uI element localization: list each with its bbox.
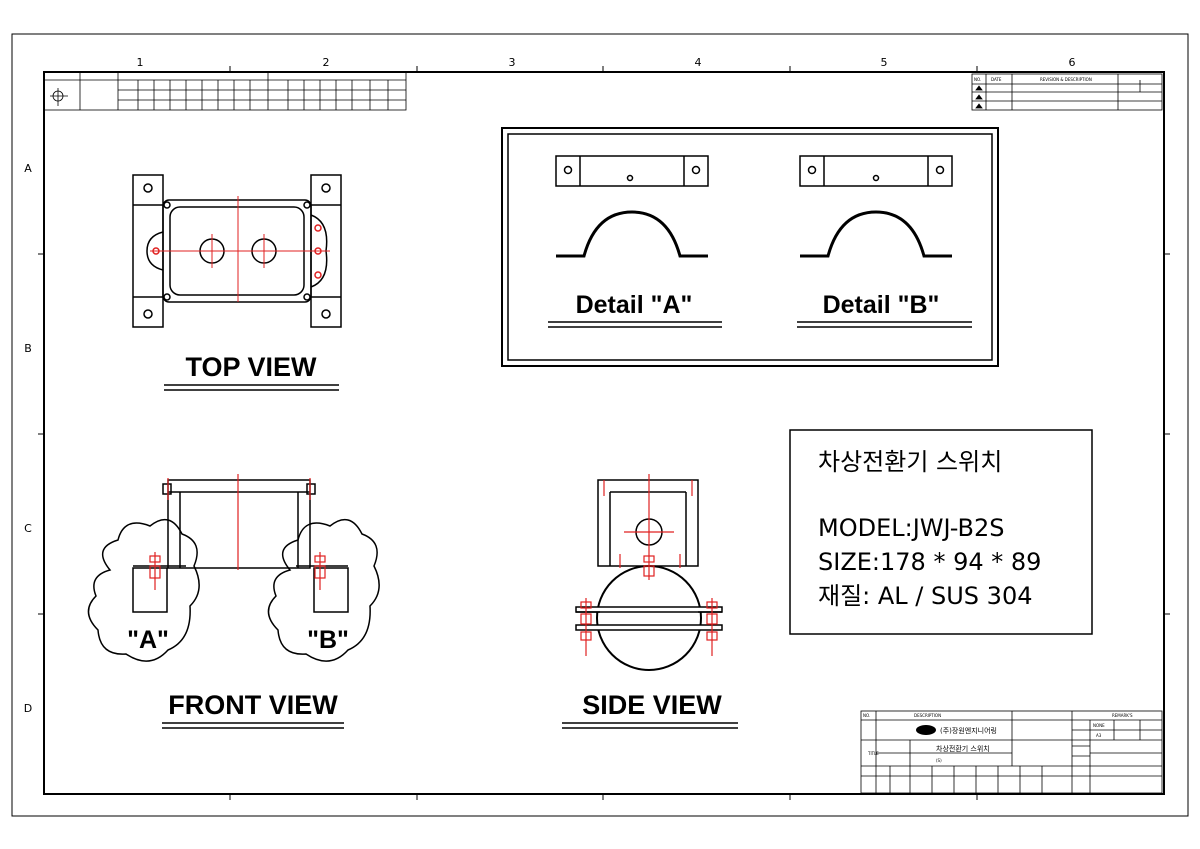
title-no-label: NO. <box>863 713 870 718</box>
callout-b-label: "B" <box>307 626 349 654</box>
title-block-frame <box>860 710 1163 794</box>
grid-col-2: 2 <box>323 56 330 69</box>
revision-table <box>971 73 1163 111</box>
detail-frame-inner <box>507 133 993 361</box>
drawing-sub-code: (S) <box>936 758 942 763</box>
detail-a-drawing <box>555 155 709 258</box>
grid-row-d: D <box>24 702 32 715</box>
top-view-drawing <box>132 174 342 328</box>
revision-header-date: DATE <box>991 77 1002 82</box>
company-logo-icon <box>916 725 936 735</box>
front-view-label: FRONT VIEW <box>168 690 338 720</box>
revision-header-no: NO. <box>974 77 981 82</box>
spec-box <box>789 429 1093 635</box>
callout-a-label: "A" <box>127 626 169 654</box>
title-remarks-label: REMARK'S <box>1112 713 1133 718</box>
detail-a-label: Detail "A" <box>576 291 693 319</box>
detail-b-label: Detail "B" <box>823 291 940 319</box>
top-view-label: TOP VIEW <box>185 352 317 382</box>
side-view-redlines <box>580 474 718 656</box>
revision-header-desc: REVISION & DESCRIPTION <box>1040 77 1092 82</box>
grid-col-5: 5 <box>881 56 888 69</box>
tolerance-table <box>43 71 407 111</box>
scale-value: NONE <box>1093 723 1105 728</box>
outer-border <box>11 33 1189 817</box>
size-code-value: A3 <box>1096 733 1102 738</box>
grid-col-4: 4 <box>695 56 702 69</box>
grid-row-a: A <box>24 162 32 175</box>
spec-material: 재질: AL / SUS 304 <box>818 582 1032 610</box>
grid-col-6: 6 <box>1069 56 1076 69</box>
front-view-redlines <box>149 474 326 590</box>
spec-model: MODEL:JWJ-B2S <box>818 514 1005 542</box>
grid-row-c: C <box>24 522 32 535</box>
spec-name: 차상전환기 스위치 <box>818 448 1002 476</box>
grid-col-1: 1 <box>137 56 144 69</box>
grid-row-b: B <box>24 342 32 355</box>
title-description-label: DESCRIPTION <box>914 713 941 718</box>
detail-b-drawing <box>799 155 953 258</box>
company-name: (주)장원엔지니어링 <box>940 726 997 735</box>
spec-size: SIZE:178 * 94 * 89 <box>818 548 1041 576</box>
title-label: TITLE <box>867 751 879 756</box>
grid-ticks <box>38 66 1170 800</box>
grid-col-3: 3 <box>509 56 516 69</box>
side-view-label: SIDE VIEW <box>582 690 722 720</box>
drawing-title: 차상전환기 스위치 <box>936 744 990 753</box>
inner-border <box>43 71 1165 795</box>
detail-frame-outer <box>501 127 999 367</box>
